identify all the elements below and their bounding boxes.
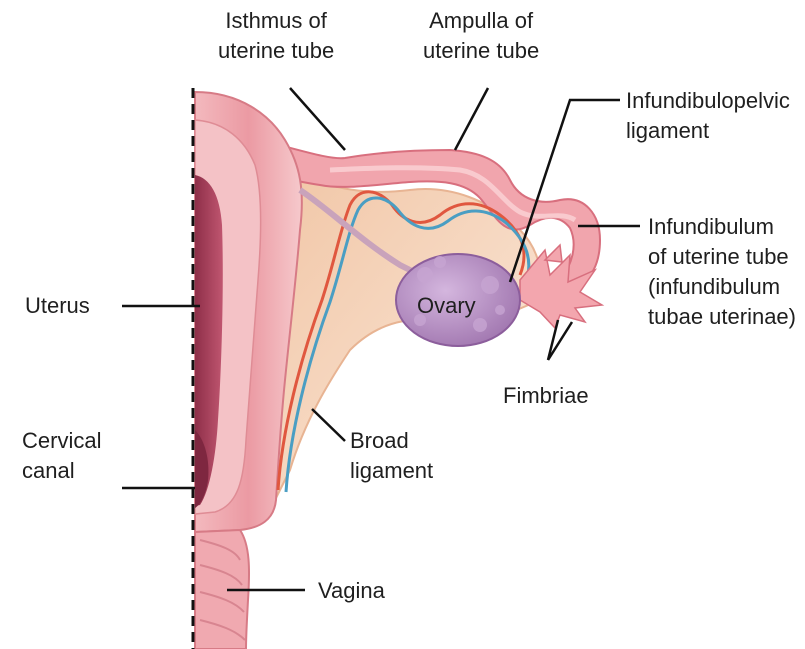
label-vagina: Vagina — [318, 576, 385, 606]
label-ampulla: Ampulla of uterine tube — [423, 6, 539, 66]
label-isthmus: Isthmus of uterine tube — [218, 6, 334, 66]
label-fimbriae: Fimbriae — [503, 381, 589, 411]
label-cervical-canal: Cervical canal — [22, 426, 101, 486]
label-broad-ligament: Broad ligament — [350, 426, 433, 486]
label-infundibulopelvic-ligament: Infundibulopelvic ligament — [626, 86, 790, 146]
label-uterus: Uterus — [25, 291, 90, 321]
label-infundibulum: Infundibulum of uterine tube (infundibul… — [648, 212, 796, 332]
label-ovary: Ovary — [417, 291, 476, 321]
